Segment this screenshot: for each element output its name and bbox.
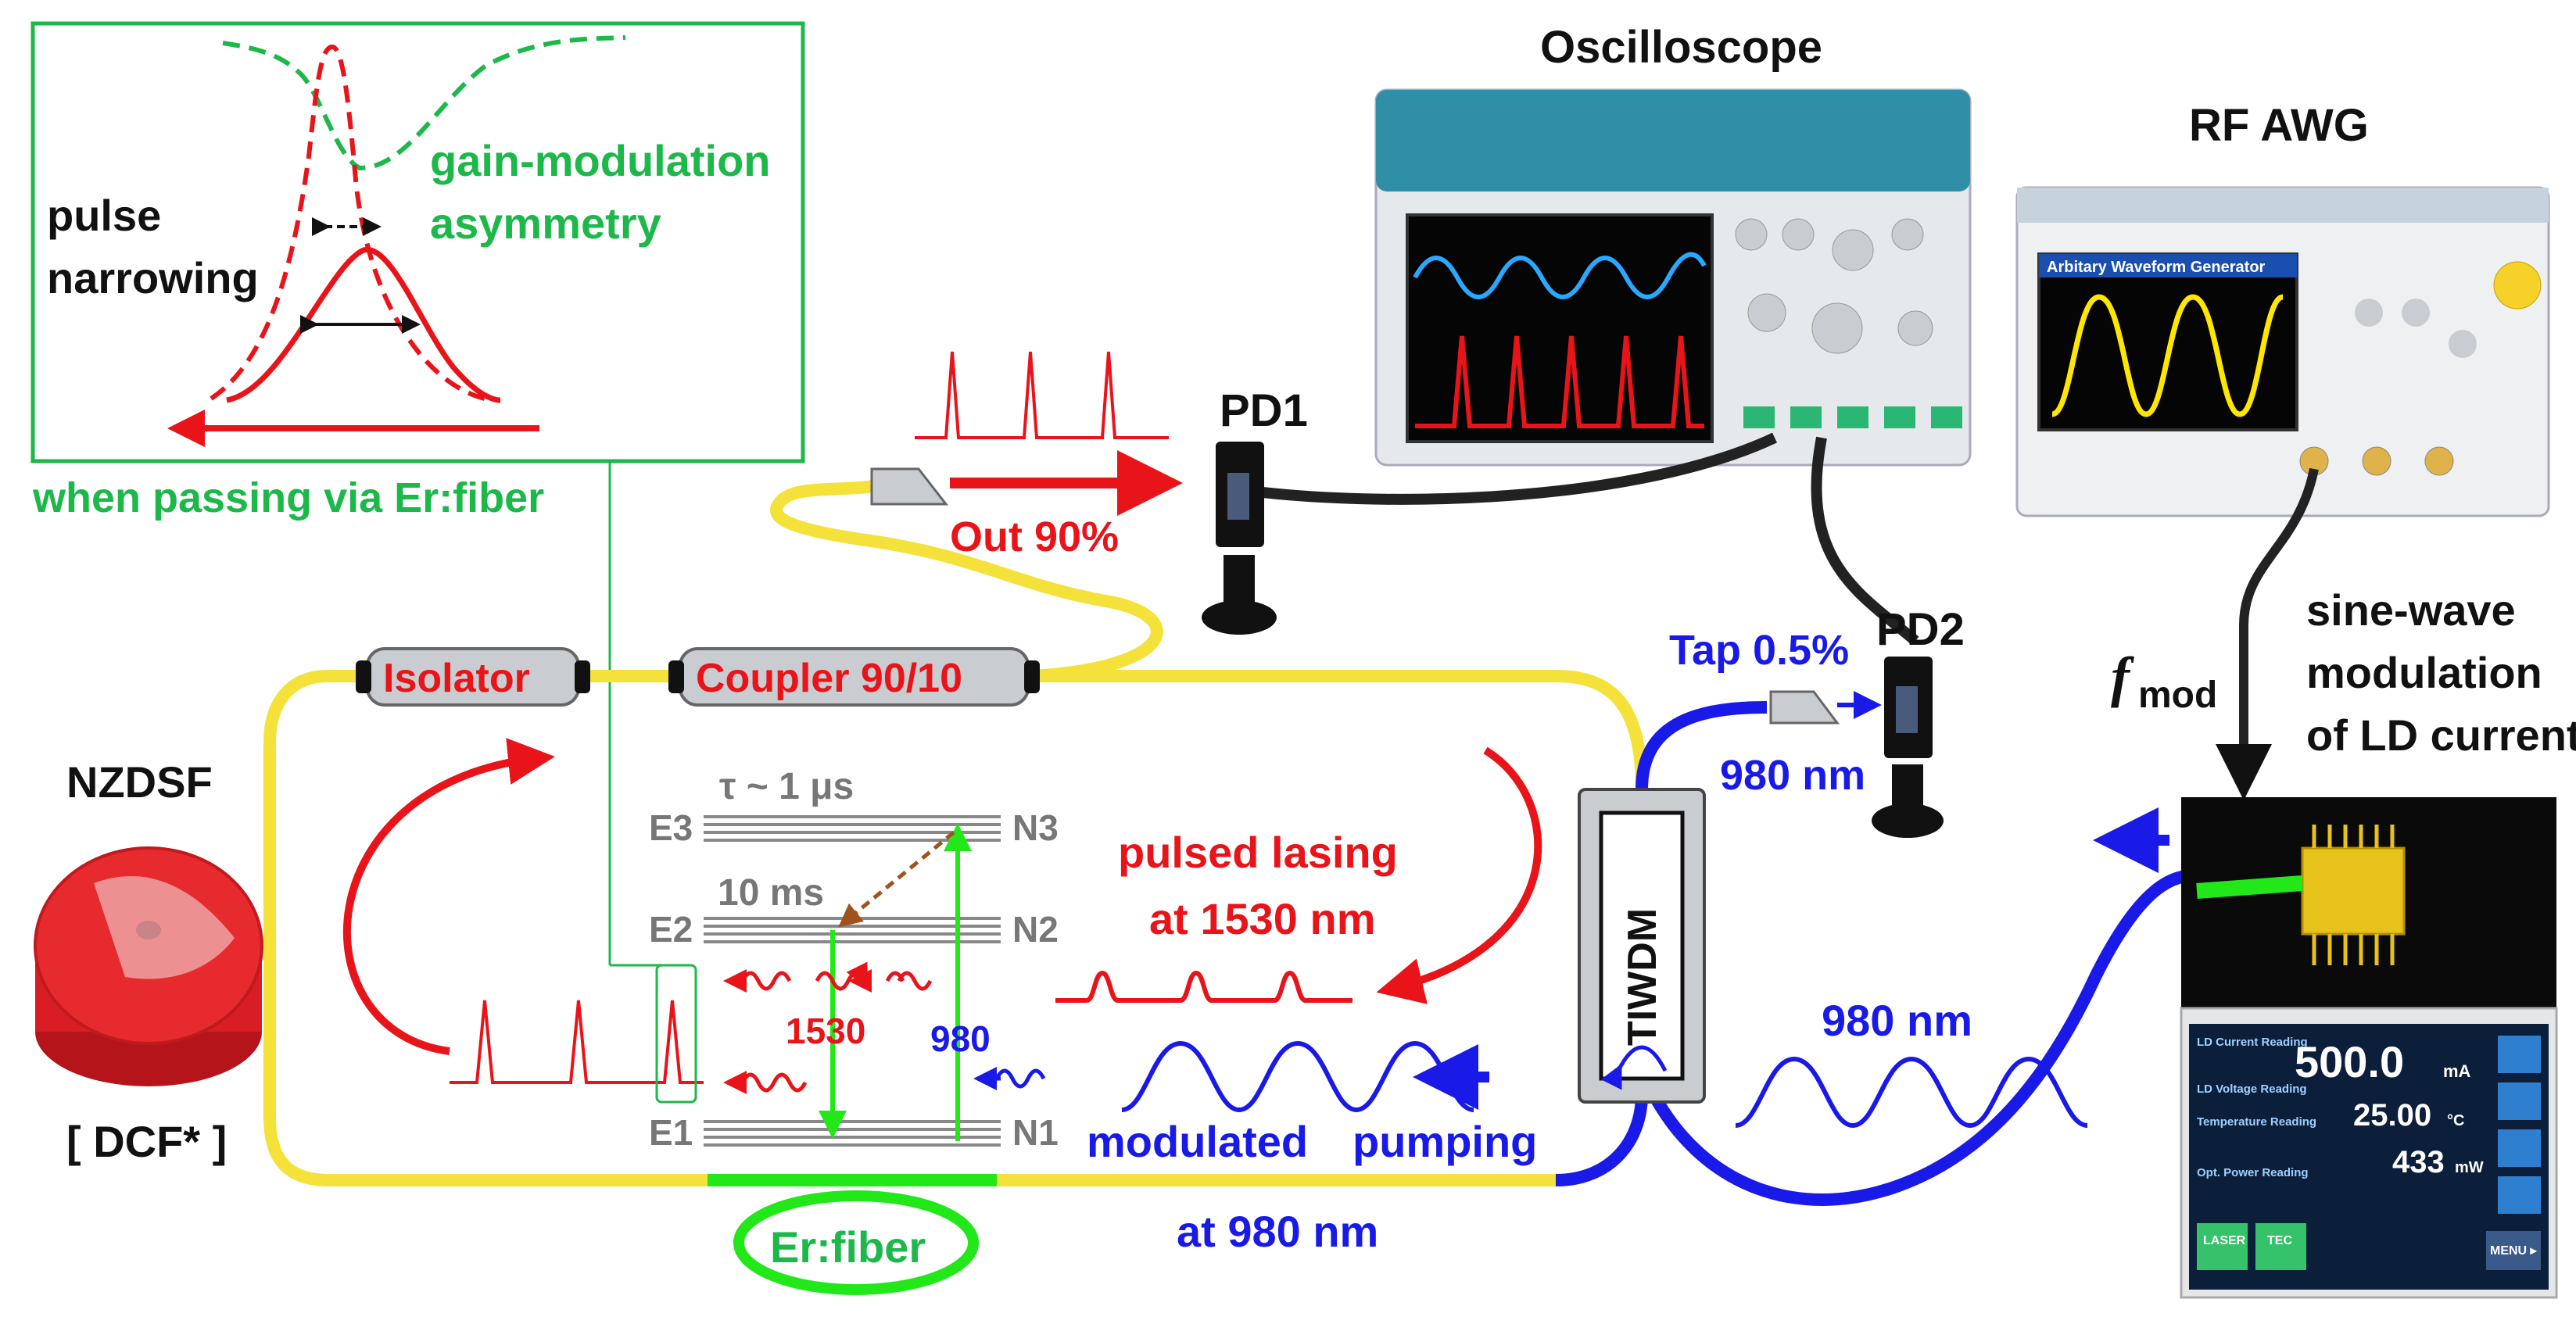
ld-menu-button[interactable]: MENU ▸ [2490,1244,2538,1258]
ld-current-label: LD Current Reading [2197,1036,2308,1049]
isolator: Isolator [356,647,590,707]
tau-label: τ ~ 1 μs [719,766,854,807]
blue-tap-fiber [1636,701,1768,790]
e2-label: E2 [649,909,693,950]
tap-wavelength-label: 980 nm [1720,752,1865,799]
n3-label: N3 [1012,807,1059,848]
sine-wave-label-2: modulation [2306,648,2542,697]
inset-panel: pulse narrowing gain-modulation asymmetr… [30,21,805,463]
tap-label: Tap 0.5% [1669,627,1849,674]
ld-laser-button[interactable]: LASER [2203,1234,2246,1247]
yellow-fiber-ring [263,670,1648,1186]
pd1-label: PD1 [1220,385,1308,436]
fmod-f-label: f [2111,646,2134,708]
dcf-label: [ DCF* ] [66,1117,227,1166]
modulated-label: modulated [1087,1117,1308,1166]
ld-current-value: 500.0 [2295,1037,2404,1086]
oscilloscope-label: Oscilloscope [1540,22,1822,73]
output-pulse-train [915,351,1169,439]
pulse-narrowing-label-2: narrowing [47,253,259,302]
ld-temp-value: 25.00 [2353,1098,2431,1133]
sine-wave-label-3: of LD current [2306,710,2576,760]
ld-voltage-label: LD Voltage Reading [2197,1082,2307,1096]
gain-modulation-label-1: gain-modulation [430,136,771,185]
fmod-sub-label: mod [2138,675,2217,716]
tiwdm: TIWDM [1578,788,1706,1104]
er-fiber-label: Er:fiber [770,1222,926,1272]
rf-awg-label: RF AWG [2189,100,2369,151]
wl-1530-label: 1530 [786,1011,865,1051]
oscilloscope [1374,88,1972,467]
blue-pump-fiber [1647,869,2198,1206]
ld-temp-label: Temperature Reading [2197,1115,2316,1129]
pd2-detector [1872,657,1944,838]
ld-current-unit: mA [2443,1061,2471,1081]
gain-modulation-label-2: asymmetry [430,199,661,248]
n1-label: N1 [1012,1112,1059,1153]
ld-temp-unit: °C [2447,1112,2464,1129]
e1-label: E1 [649,1112,693,1153]
pd2-label: PD2 [1876,604,1965,655]
ring-pulse-train [450,1000,704,1084]
isolator-label: Isolator [383,656,530,701]
pumping-label: pumping [1352,1117,1537,1166]
ld-tec-button[interactable]: TEC [2267,1234,2292,1247]
ld-power-value: 433 [2392,1145,2445,1179]
nzdsf-spool [34,846,263,1086]
yellow-output-fiber [770,478,1163,682]
at-980-label: at 980 nm [1177,1207,1378,1256]
coupler: Coupler 90/10 [668,647,1040,707]
pulsed-lasing-label-1: pulsed lasing [1118,828,1398,877]
pulsed-lasing-label-2: at 1530 nm [1149,894,1376,943]
pulse-narrowing-label-1: pulse [47,191,161,240]
e3-label: E3 [649,807,693,848]
awg-screen-title: Arbitary Waveform Generator [2047,259,2266,276]
ten-ms-label: 10 ms [718,872,824,914]
sine-wave-label-1: sine-wave [2306,585,2516,635]
ld-driver [2180,797,2558,1299]
out-label: Out 90% [950,513,1119,560]
ld-power-unit: mW [2455,1159,2484,1176]
ld-power-label: Opt. Power Reading [2197,1166,2309,1179]
pd1-detector [1202,442,1277,635]
rf-awg: Arbitary Waveform Generator [2015,186,2550,517]
nzdsf-label: NZDSF [66,757,213,807]
wl-980-label: 980 [930,1018,991,1059]
inset-caption: when passing via Er:fiber [32,474,544,521]
n2-label: N2 [1012,909,1059,950]
tiwdm-label: TIWDM [1620,908,1665,1046]
coupler-label: Coupler 90/10 [696,656,962,701]
nm980-right-label: 980 nm [1822,996,1972,1045]
